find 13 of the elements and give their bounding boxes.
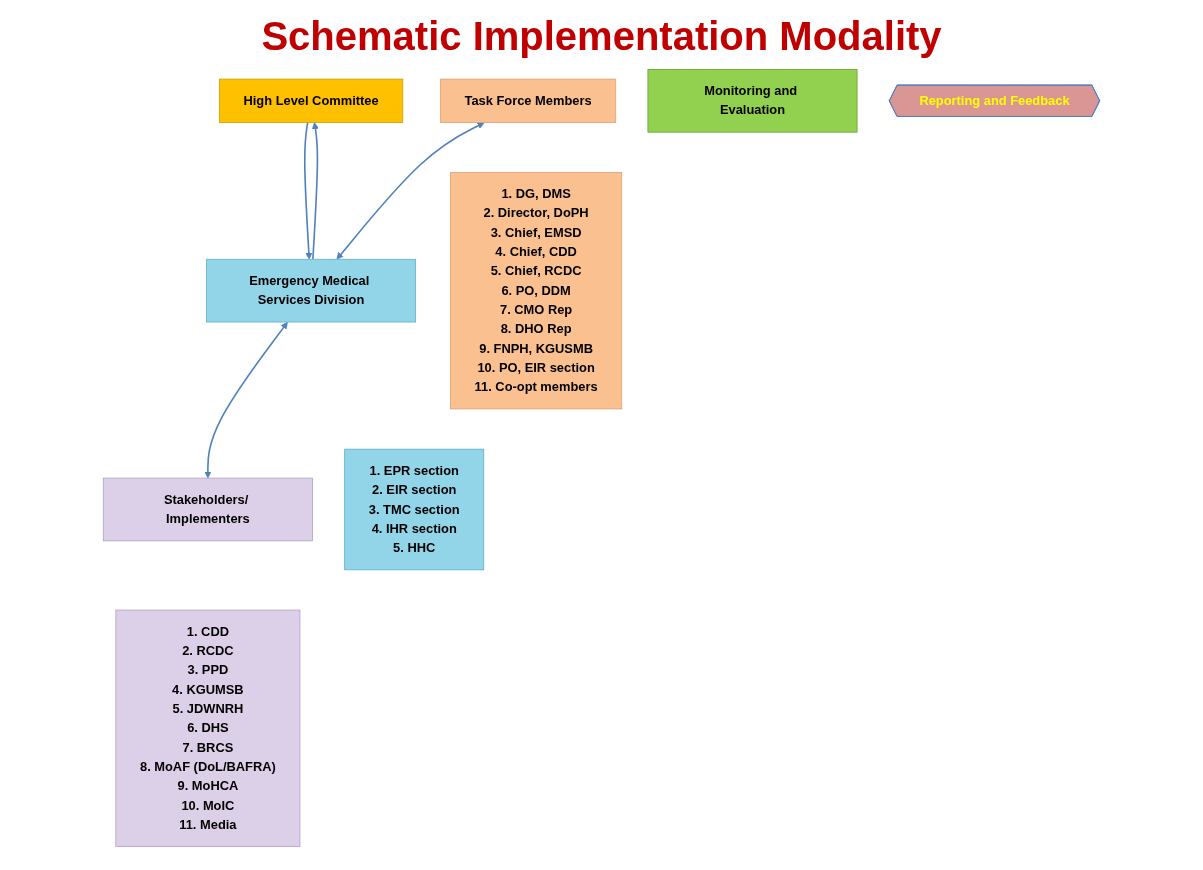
diagram-title: Schematic Implementation Modality [260,14,943,59]
node-box: 1. EPR section 2. EIR section 3. TMC section 4. IHR section 5. HHC [344,448,485,571]
node-box: High Level Committee [218,78,404,123]
arrow [336,122,485,260]
node-box: Emergency Medical Services Division [206,258,417,323]
node-box: 1. DG, DMS 2. Director, DoPH 3. Chief, EMSD 4. Chief, CDD 5. Chief, RCDC 6. PO, DDM 7. CMO Rep 8. DHO Rep 9. FNPH, KGUSMB 10. PO, EIR section 11. Co-opt members [450,172,623,410]
node-box: Stakeholders/ Implementers [102,477,313,542]
node-box: Monitoring and Evaluation [647,69,858,133]
arrow [204,322,288,479]
node-box: Task Force Members [439,78,617,123]
arrow [311,122,319,261]
arrow [303,121,313,260]
node-box: 1. CDD 2. RCDC 3. PPD 4. KGUMSB 5. JDWNRH 6. DHS 7. BRCS 8. MoAF (DoL/BAFRA) 9. MoHCA 10. MoIC 11. Media [115,609,301,847]
